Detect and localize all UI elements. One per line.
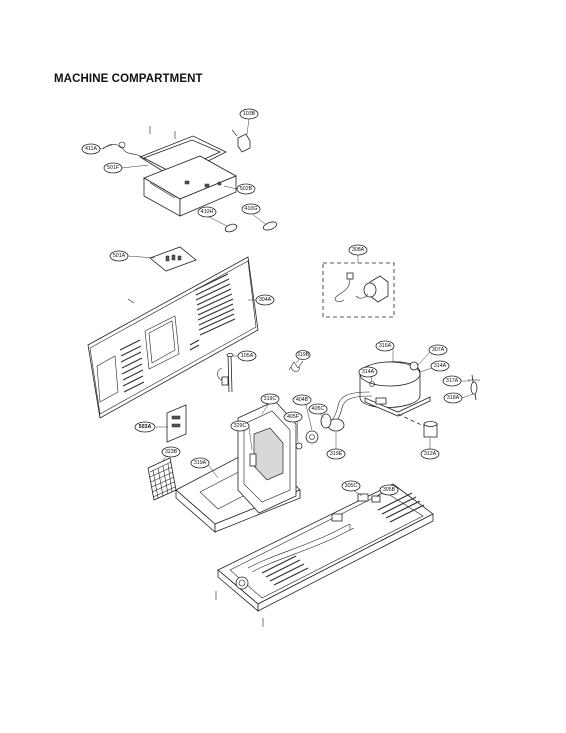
- control-box-assembly: [102, 126, 278, 233]
- svg-text:304A: 304A: [259, 297, 272, 303]
- fan-shroud-and-base: [175, 400, 332, 533]
- label-305B: 305B: [379, 484, 399, 496]
- leader-lines: [99, 118, 474, 498]
- label-317A: 317A: [442, 375, 462, 387]
- label-404B: 404B: [292, 394, 312, 406]
- label-307A: 307A: [428, 344, 448, 356]
- svg-text:312A: 312A: [424, 451, 437, 457]
- svg-text:305B: 305B: [383, 487, 396, 493]
- svg-text:501A: 501A: [113, 253, 126, 259]
- label-103B: 103B: [239, 108, 259, 120]
- label-405F: 405F: [283, 411, 303, 423]
- pcb-board: [149, 246, 197, 272]
- label-314A-left: 314A: [358, 366, 378, 378]
- label-410H: 410H: [197, 206, 217, 218]
- label-304A: 304A: [255, 294, 275, 306]
- label-411A: 411A: [81, 143, 101, 155]
- svg-text:319B: 319B: [297, 352, 310, 358]
- svg-text:405C: 405C: [312, 406, 325, 412]
- svg-text:323B: 323B: [165, 449, 178, 455]
- svg-text:410H: 410H: [201, 209, 214, 215]
- label-308A: 308A: [348, 244, 368, 256]
- svg-text:103B: 103B: [243, 111, 256, 117]
- svg-text:318A: 318A: [447, 395, 460, 401]
- label-405C: 405C: [308, 403, 328, 415]
- label-105A: 105A: [237, 350, 257, 362]
- svg-text:329C: 329C: [234, 423, 247, 429]
- label-319A: 319A: [190, 457, 210, 469]
- label-410G: 410G: [241, 203, 261, 215]
- svg-text:411A: 411A: [85, 146, 97, 152]
- svg-text:319A: 319A: [194, 460, 207, 466]
- label-312A: 312A: [420, 448, 440, 460]
- svg-text:501F: 501F: [107, 165, 120, 171]
- label-319E: 319E: [326, 448, 346, 460]
- svg-text:307A: 307A: [432, 347, 445, 353]
- svg-text:319E: 319E: [330, 451, 343, 457]
- label-503A: 503A: [134, 421, 156, 433]
- base-plate: [215, 483, 434, 627]
- svg-text:305C: 305C: [345, 483, 358, 489]
- left-components: [147, 404, 187, 501]
- svg-text:308A: 308A: [352, 247, 365, 253]
- svg-text:404B: 404B: [296, 397, 309, 403]
- svg-text:405F: 405F: [287, 414, 300, 420]
- svg-text:317A: 317A: [446, 378, 459, 384]
- svg-text:314A: 314A: [434, 363, 447, 369]
- svg-text:502B: 502B: [240, 186, 253, 192]
- label-319C: 319C: [260, 393, 280, 405]
- svg-text:503A: 503A: [139, 424, 152, 430]
- label-314A-right: 314A: [430, 360, 450, 372]
- svg-text:105A: 105A: [241, 353, 254, 359]
- label-318A: 318A: [443, 392, 463, 404]
- svg-text:314A: 314A: [362, 369, 375, 375]
- label-501F: 501F: [103, 162, 123, 174]
- label-305C: 305C: [341, 480, 361, 492]
- svg-text:319C: 319C: [264, 396, 277, 402]
- small-fittings: [217, 353, 304, 393]
- label-502B: 502B: [236, 183, 256, 195]
- label-329C: 329C: [230, 420, 250, 432]
- rear-panel: [87, 256, 259, 419]
- label-319B: 319B: [295, 350, 311, 360]
- page-title: MACHINE COMPARTMENT: [54, 73, 203, 85]
- svg-text:316A: 316A: [379, 343, 392, 349]
- label-323B: 323B: [161, 446, 181, 458]
- label-316A: 316A: [375, 340, 395, 352]
- label-501A: 501A: [109, 250, 129, 262]
- relay-kit-box: [322, 262, 395, 318]
- svg-text:410G: 410G: [245, 206, 258, 212]
